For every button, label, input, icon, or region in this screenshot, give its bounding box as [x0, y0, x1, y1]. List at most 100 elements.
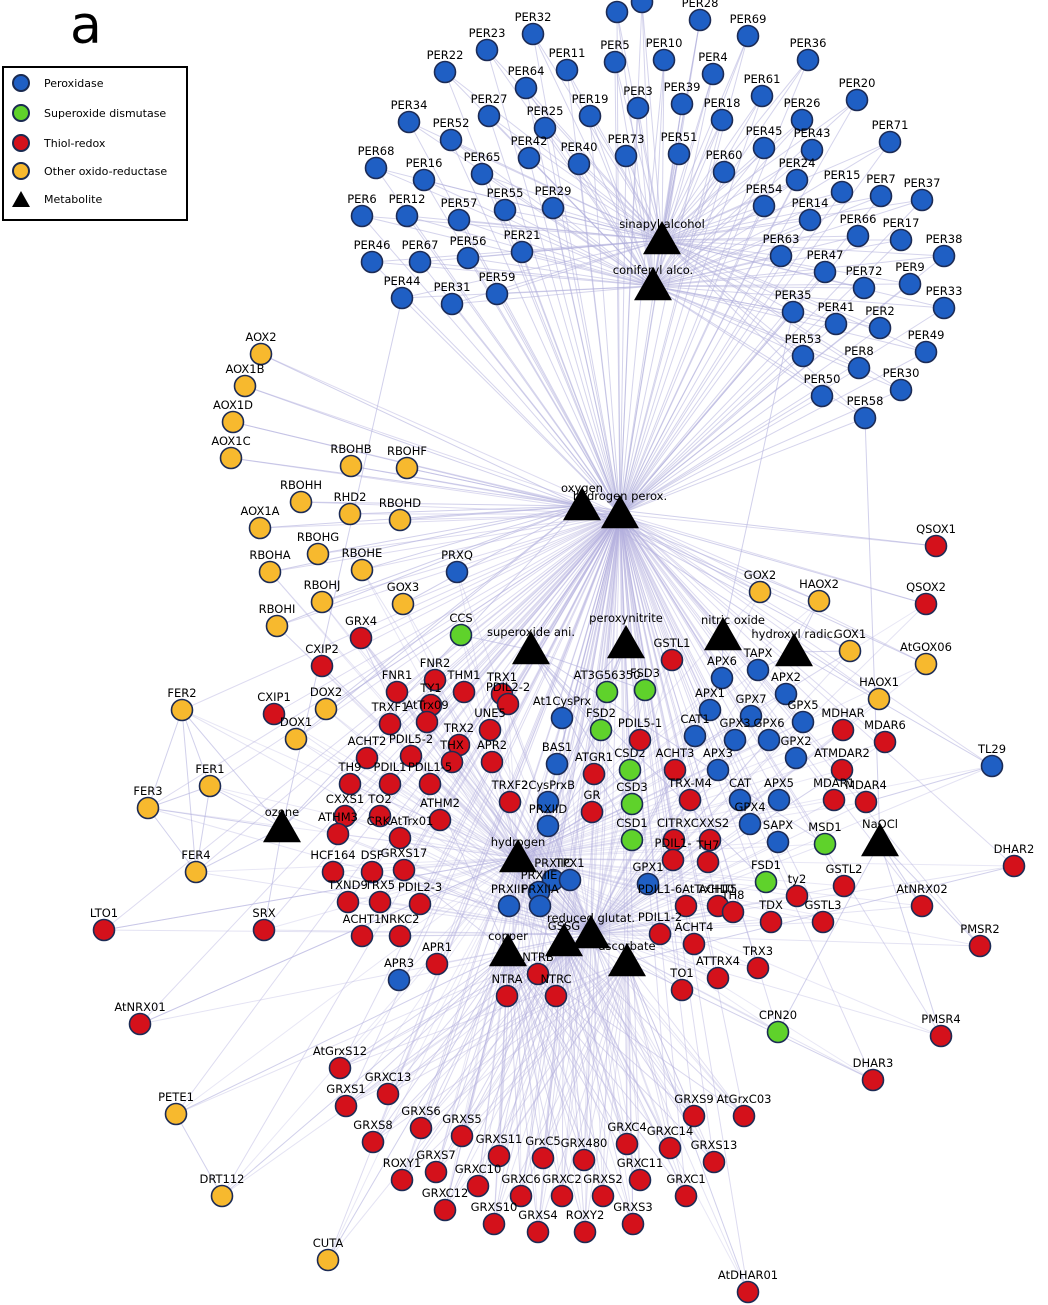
thiol-circle [550, 1184, 574, 1208]
node-peroxidase: PER47 [807, 248, 843, 284]
node-peroxidase: PER23 [469, 26, 506, 62]
sod-circle [633, 678, 657, 702]
node-label: APX5 [764, 776, 794, 790]
node-label: GRXS17 [381, 846, 428, 860]
edge [619, 513, 675, 841]
thiol-circle [495, 984, 519, 1008]
thiol-circle [424, 1160, 448, 1184]
edge [619, 205, 765, 515]
edge [590, 905, 687, 935]
thiol-circle [698, 828, 722, 852]
edge [619, 255, 782, 515]
node-other: AOX1D [213, 398, 253, 434]
edge [345, 951, 509, 1107]
node-peroxidase: GPX6 [753, 716, 785, 752]
edge [563, 941, 586, 1233]
edge [590, 839, 675, 935]
node-peroxidase: APR3 [384, 956, 414, 992]
edge [556, 763, 592, 935]
edge [507, 951, 634, 1225]
edge [652, 285, 837, 325]
node-peroxidase: APX1 [695, 686, 725, 722]
legend-item-other: Other oxido-reductase [12, 160, 167, 182]
edge [139, 857, 519, 1025]
edge [263, 513, 621, 931]
peroxidase-circle [456, 246, 480, 270]
node-thiol: TDX [758, 898, 783, 934]
node-thiol: GR [580, 788, 604, 824]
node-label: PER23 [469, 26, 506, 40]
edge [517, 811, 593, 859]
edge [379, 815, 519, 859]
edge [520, 941, 565, 1197]
node-label: PER25 [527, 104, 564, 118]
edge [321, 513, 621, 603]
node-label: AOX1B [225, 362, 264, 376]
node-peroxidase: PER49 [908, 328, 944, 364]
node-metabolite: reduced glutat. [547, 911, 635, 949]
node-thiol: NRKC2 [381, 912, 419, 948]
edge [444, 961, 628, 1211]
other-circle [221, 410, 245, 434]
node-label: GRXS9 [674, 1092, 713, 1106]
node-peroxidase: APX2 [771, 670, 801, 706]
other-circle [164, 1102, 188, 1126]
peroxidase-circle [824, 312, 848, 336]
edge [590, 933, 695, 945]
thiol-circle [861, 1068, 885, 1092]
node-peroxidase: PER58 [847, 394, 883, 430]
node-label: superoxide ani. [487, 625, 575, 639]
node-label: PER22 [427, 48, 464, 62]
edge [652, 285, 945, 309]
metabolite-triangle [861, 823, 899, 857]
edge [661, 119, 723, 241]
node-peroxidase: PER54 [746, 182, 782, 218]
peroxidase-circle [798, 208, 822, 232]
edge [517, 801, 867, 859]
edge [619, 287, 865, 515]
edge [652, 285, 804, 357]
thiol-circle [832, 874, 856, 898]
edge [619, 513, 779, 1033]
node-label: TO2 [367, 792, 391, 806]
node-label: PER57 [441, 196, 478, 210]
node-label: APX3 [703, 746, 733, 760]
node-thiol: PDIL1- [654, 836, 692, 872]
thiol-circle [355, 746, 379, 770]
edge [537, 961, 628, 1233]
edge [578, 163, 621, 515]
legend-swatch-thiol [12, 134, 30, 152]
peroxidase-circle [796, 48, 820, 72]
edge [269, 513, 621, 573]
node-label: PER14 [792, 196, 829, 210]
edge [581, 505, 937, 547]
edge [339, 951, 509, 1069]
edge [590, 729, 602, 935]
legend-swatch-metabolite [12, 191, 30, 207]
edge [460, 513, 621, 636]
edge [435, 951, 509, 1173]
edge [637, 107, 663, 241]
node-peroxidase: PER31 [434, 280, 470, 316]
node-thiol: PDIL2-2 [486, 680, 530, 716]
metabolite-triangle [512, 631, 550, 665]
node-peroxidase: PER24 [779, 156, 815, 192]
peroxidase-circle [910, 188, 934, 212]
edge [619, 153, 680, 515]
edge [517, 857, 767, 883]
node-other: HAOX2 [799, 577, 839, 613]
thiol-circle [252, 918, 276, 942]
node-thiol: GRXS3 [613, 1200, 653, 1236]
node-label: GPX4 [734, 800, 765, 814]
edge [517, 757, 797, 859]
node-label: GOX2 [744, 568, 776, 582]
edge [619, 513, 797, 759]
edge [401, 951, 509, 1181]
node-label: GRXS4 [518, 1208, 557, 1222]
node-thiol: PDIL5-1 [618, 716, 662, 752]
edge [507, 951, 586, 1233]
other-circle [807, 589, 831, 613]
edge [542, 513, 621, 1159]
edge [583, 513, 621, 1161]
node-label: PER10 [646, 36, 683, 50]
